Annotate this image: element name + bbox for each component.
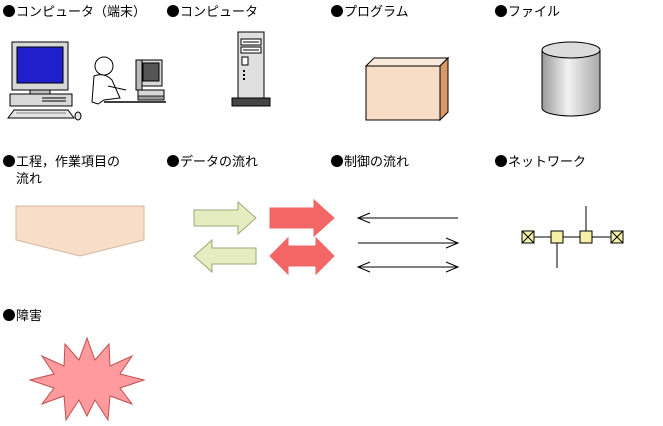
legend-label-terminal-computer: コンピュータ（端末）: [3, 4, 146, 21]
data-arrow-light-left: [193, 238, 257, 274]
legend-label-network: ネットワーク: [495, 154, 586, 171]
bullet-icon: [3, 309, 15, 321]
bullet-icon: [495, 155, 507, 167]
legend-label-program: プログラム: [331, 4, 409, 21]
legend-label-process-flow: 工程，作業項目の 流れ: [3, 154, 143, 188]
bullet-icon: [495, 5, 507, 17]
legend-label-file: ファイル: [495, 4, 560, 21]
terminal-computer-icon: [7, 41, 166, 121]
process-flow-shape: [15, 205, 145, 257]
bullet-icon: [3, 5, 15, 17]
bullet-icon: [3, 155, 15, 167]
bullet-icon: [331, 5, 343, 17]
control-flow-arrows-icon: [356, 212, 460, 273]
legend-label-failure: 障害: [3, 308, 42, 325]
bullet-icon: [167, 155, 179, 167]
legend-label-control-flow: 制御の流れ: [331, 154, 409, 171]
file-cylinder-icon: [541, 41, 601, 117]
monitor-screen: [16, 46, 64, 84]
network-icon: [521, 206, 624, 268]
data-flow-arrows-icon: [193, 198, 335, 276]
bullet-icon: [167, 5, 179, 17]
data-arrow-red-right: [269, 198, 335, 238]
bullet-icon: [331, 155, 343, 167]
program-box-icon: [364, 56, 450, 122]
legend-label-computer: コンピュータ: [167, 4, 258, 21]
data-arrow-light-right: [193, 200, 257, 236]
data-arrow-red-double: [269, 236, 335, 276]
computer-tower-icon: [231, 31, 271, 107]
legend-label-data-flow: データの流れ: [167, 154, 258, 171]
failure-burst-icon: [28, 336, 146, 422]
